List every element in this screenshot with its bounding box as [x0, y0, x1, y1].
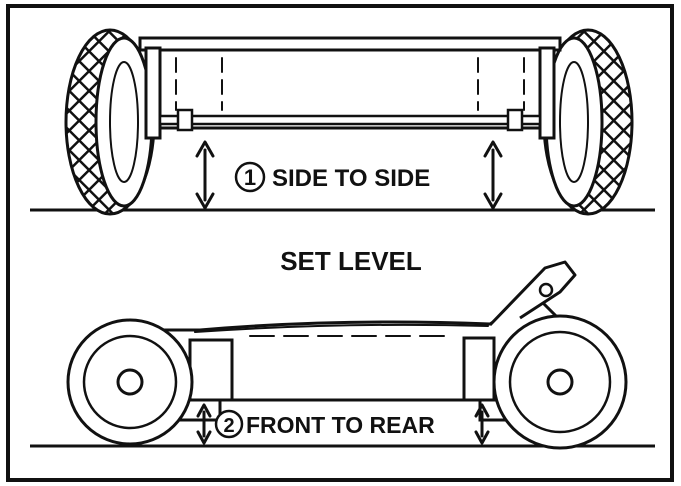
deck-top-bar — [138, 36, 562, 52]
step2-number: 2 — [223, 415, 234, 437]
handle-pivot — [538, 282, 554, 298]
rear-skirt — [462, 336, 496, 402]
mower-front-view: 1 SIDE TO SIDE — [30, 28, 655, 216]
left-wheel-hub — [94, 36, 154, 208]
right-axle-collar — [506, 108, 524, 132]
diagram-title: SET LEVEL — [280, 246, 422, 276]
front-skirt — [188, 338, 234, 402]
right-height-arrow — [483, 140, 503, 210]
front-wheel-inner — [82, 334, 178, 430]
left-side-plate — [144, 46, 162, 140]
step2-number-circle — [214, 409, 244, 439]
step1-label: SIDE TO SIDE — [272, 165, 430, 192]
step1-number: 1 — [244, 165, 256, 190]
mower-side-view: 2 FRONT TO REAR — [30, 260, 655, 450]
rear-wheel-hub — [546, 368, 574, 396]
right-side-plate — [538, 46, 556, 140]
handle-bracket — [488, 260, 577, 327]
step2-label: FRONT TO REAR — [246, 412, 435, 438]
front-wheel-hub — [116, 368, 144, 396]
right-wheel-rim — [559, 61, 589, 183]
left-height-arrow — [195, 140, 215, 210]
left-wheel-rim — [109, 61, 139, 183]
rear-height-arrow — [474, 403, 490, 445]
front-height-arrow — [196, 403, 212, 445]
rear-wheel-inner — [508, 330, 612, 434]
step1-number-circle — [234, 161, 266, 193]
axle — [158, 114, 542, 126]
left-axle-collar — [176, 108, 194, 132]
